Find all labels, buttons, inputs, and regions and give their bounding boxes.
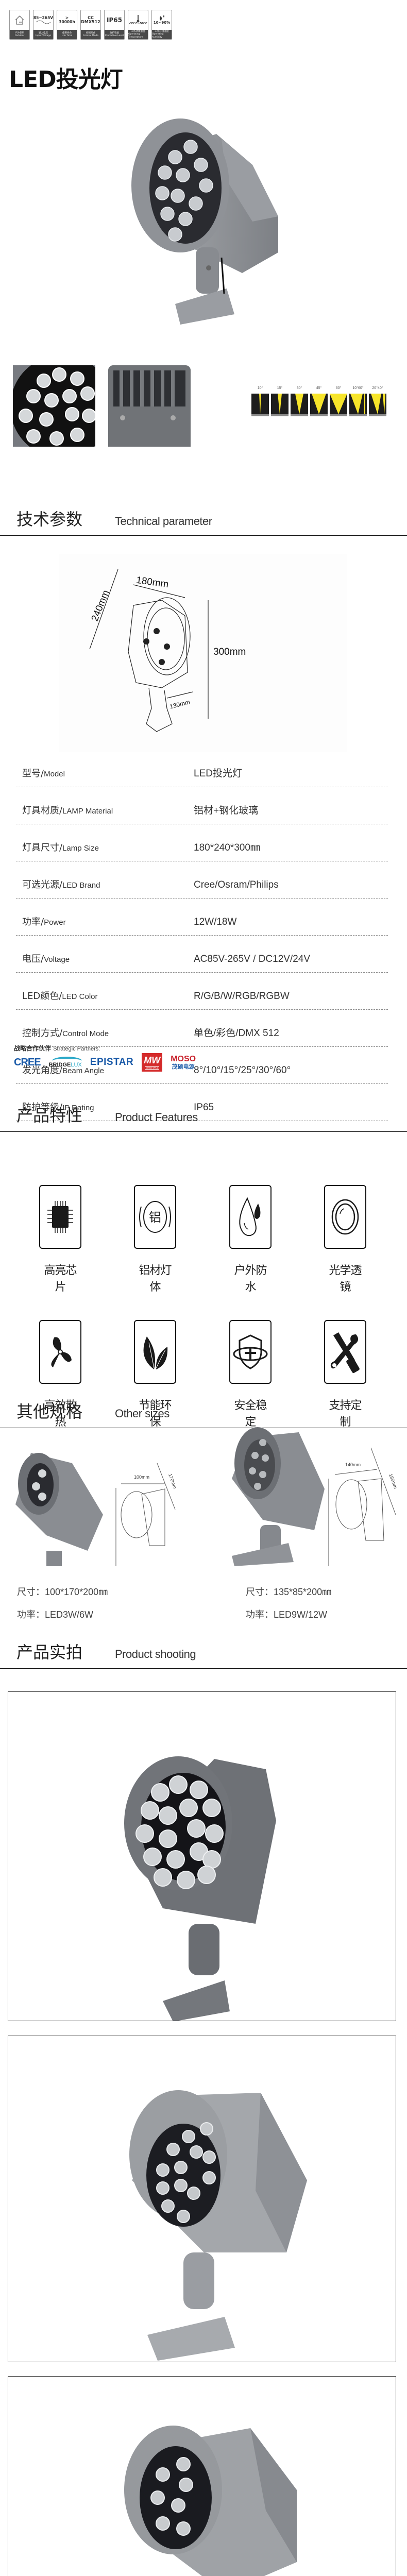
feature-customization: 支持定制 xyxy=(324,1320,366,1429)
feature-optical-lens: 光学透镜 xyxy=(324,1185,366,1294)
product-photo-angle xyxy=(8,2036,396,2362)
shield-icon xyxy=(233,1334,268,1369)
thermometer-icon xyxy=(137,15,140,23)
other-size-1-specs: 尺寸：100*170*200㎜ 功率：LED3W/6W xyxy=(17,1587,108,1620)
hero-product-image xyxy=(124,118,294,325)
beam-angle-strip: 10° 15° 30° 45° 60° 10°60° 20°40° xyxy=(251,386,386,416)
beam-15: 15° xyxy=(271,386,289,416)
section-header-tech: 技术参数 Technical parameter xyxy=(0,505,407,536)
chip-icon xyxy=(47,1201,73,1233)
product-photo-front xyxy=(8,1691,396,2022)
feature-high-brightness-chip: 高亮芯片 xyxy=(39,1185,81,1294)
feature-energy-saving: 节能环保 xyxy=(134,1320,176,1429)
other-size-2-image: 140mm 185mm xyxy=(232,1427,407,1566)
lens-icon xyxy=(331,1199,359,1235)
feature-safe-stable: 安全稳定 xyxy=(229,1320,272,1429)
feature-aluminum-body: 铝 铝材灯体 xyxy=(134,1185,176,1294)
other-size-1-image: 100mm 170mm xyxy=(10,1443,185,1566)
section-header-other-sizes: 其他规格 Other sizes xyxy=(0,1397,407,1428)
product-title: LED投光灯 xyxy=(9,66,123,93)
house-icon xyxy=(10,10,29,30)
feature-outdoor-waterproof: 户外防水 xyxy=(229,1185,272,1294)
partners-label: 战略合作伙伴 Strategic Partners: xyxy=(14,1045,100,1052)
section-header-features: 产品特性 Product Features xyxy=(0,1101,407,1132)
tools-icon xyxy=(330,1332,360,1374)
sine-wave-icon xyxy=(36,20,51,24)
other-size-2-specs: 尺寸：135*85*200㎜ 功率：LED9W/12W xyxy=(246,1587,332,1620)
beam-10: 10° xyxy=(251,386,269,416)
logo-epistar: EPISTAR xyxy=(90,1057,134,1067)
beam-60: 60° xyxy=(330,386,347,416)
aluminum-icon: 铝 xyxy=(139,1201,171,1233)
section-header-product-shooting: 产品实拍 Product shooting xyxy=(0,1638,407,1669)
dimension-diagram: 180mm 240mm 300mm 130mm xyxy=(59,554,347,752)
thumbnail-led-closeup xyxy=(13,365,95,447)
logo-bridgelux: BRIDGELUX xyxy=(49,1057,82,1068)
beam-10x60: 10°60° xyxy=(349,386,367,416)
product-photo-side xyxy=(8,2376,396,2576)
svg-text:铝: 铝 xyxy=(149,1210,161,1225)
beam-45: 45° xyxy=(310,386,328,416)
leaf-icon xyxy=(143,1336,168,1369)
thumbnail-heatsink-back xyxy=(108,365,191,447)
fan-icon xyxy=(51,1337,72,1367)
feature-heat-dissipation: 高效散热 xyxy=(39,1320,81,1429)
logo-cree: CREE xyxy=(14,1056,41,1068)
water-drop-icon xyxy=(239,1197,261,1236)
beam-20x40: 20°40° xyxy=(369,386,386,416)
droplets-icon xyxy=(160,15,164,21)
beam-30: 30° xyxy=(291,386,308,416)
dim-height: 300mm xyxy=(213,647,246,657)
